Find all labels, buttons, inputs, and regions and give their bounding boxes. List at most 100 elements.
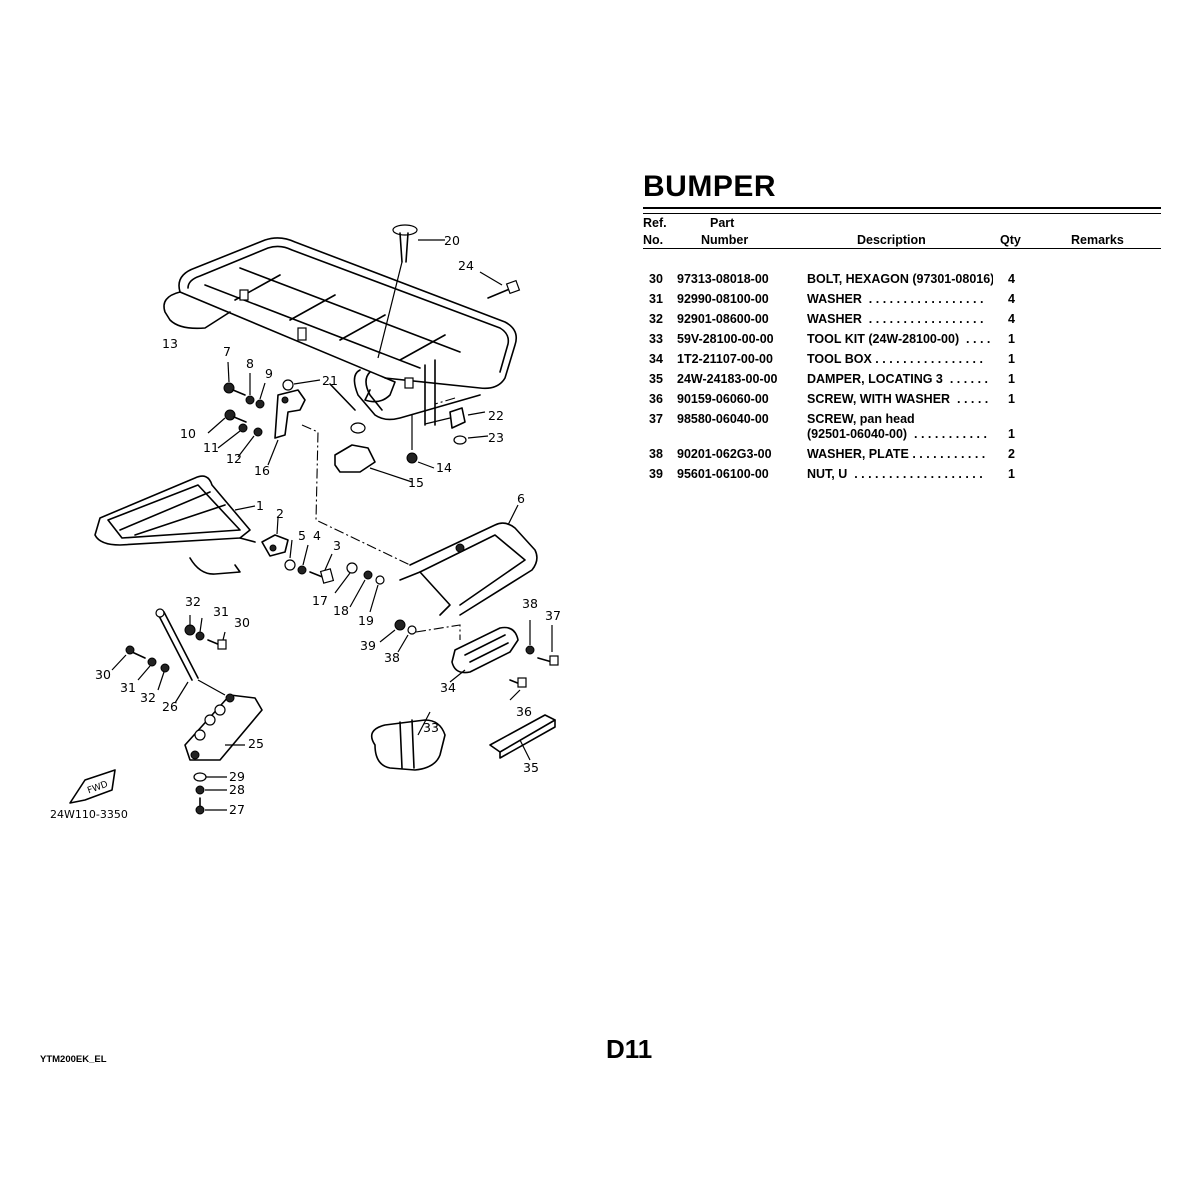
qty: 4 <box>1008 312 1015 326</box>
description: NUT, U . . . . . . . . . . . . . . . . .… <box>807 467 983 481</box>
qty: 1 <box>1008 372 1015 386</box>
header-part-line1: Part <box>710 216 735 230</box>
callout: 30 <box>95 667 111 682</box>
description: BOLT, HEXAGON (97301-08016) <box>807 272 993 286</box>
callout: 29 <box>229 769 245 784</box>
callout: 21 <box>322 373 338 388</box>
qty: 4 <box>1008 292 1015 306</box>
ref-no: 38 <box>649 447 663 461</box>
bolt-20 <box>377 224 445 359</box>
table-row: 38 90201-062G3-00 WASHER, PLATE . . . . … <box>643 447 1163 467</box>
callout: 5 <box>298 528 306 543</box>
callout: 27 <box>229 802 245 817</box>
callout: 23 <box>488 430 504 445</box>
callout: 19 <box>358 613 374 628</box>
callout: 37 <box>545 608 561 623</box>
part-number: 98580-06040-00 <box>677 412 769 426</box>
callout: 38 <box>384 650 400 665</box>
header-remarks: Remarks <box>1071 233 1124 247</box>
description: WASHER . . . . . . . . . . . . . . . . . <box>807 312 984 326</box>
callout: 33 <box>423 720 439 735</box>
callout: 26 <box>162 699 178 714</box>
bracket-16 <box>274 389 306 439</box>
bracket-15-hardware <box>282 379 489 483</box>
qty: 1 <box>1008 332 1015 346</box>
callout: 31 <box>213 604 229 619</box>
callout: 10 <box>180 426 196 441</box>
part-number: 59V-28100-00-00 <box>677 332 774 346</box>
part-number: 1T2-21107-00-00 <box>677 352 773 366</box>
callout: 28 <box>229 782 245 797</box>
ref-no: 36 <box>649 392 663 406</box>
table-row: 31 92990-08100-00 WASHER . . . . . . . .… <box>643 292 1163 312</box>
callout: 30 <box>234 615 250 630</box>
rear-bumper-6 <box>399 504 538 616</box>
table-row: 30 97313-08018-00 BOLT, HEXAGON (97301-0… <box>643 272 1163 292</box>
description: SCREW, pan head <box>807 412 915 426</box>
part-number: 24W-24183-00-00 <box>677 372 778 386</box>
callout: 18 <box>333 603 349 618</box>
callout: 6 <box>517 491 525 506</box>
tool-box-34 <box>449 626 519 683</box>
bracket-2-hardware <box>261 517 335 584</box>
parts-table: 30 97313-08018-00 BOLT, HEXAGON (97301-0… <box>643 272 1163 487</box>
table-row: 35 24W-24183-00-00 DAMPER, LOCATING 3 . … <box>643 372 1163 392</box>
table-row: 39 95601-06100-00 NUT, U . . . . . . . .… <box>643 467 1163 487</box>
callout: 13 <box>162 336 178 351</box>
callout: 24 <box>458 258 474 273</box>
header-description: Description <box>857 233 926 247</box>
part-number: 95601-06100-00 <box>677 467 769 481</box>
ref-no: 33 <box>649 332 663 346</box>
qty: 2 <box>1008 447 1015 461</box>
callout: 9 <box>265 366 273 381</box>
rear-carrier-13 <box>163 237 518 426</box>
qty: 1 <box>1008 467 1015 481</box>
callout: 12 <box>226 451 242 466</box>
callout: 1 <box>256 498 264 513</box>
bolt-24 <box>479 271 521 299</box>
callout: 17 <box>312 593 328 608</box>
callout: 8 <box>246 356 254 371</box>
header-ref-line1: Ref. <box>643 216 667 230</box>
ref-no: 37 <box>649 412 663 426</box>
qty: 1 <box>1008 352 1015 366</box>
title-divider <box>643 207 1161 214</box>
plate-25-hardware <box>184 693 263 815</box>
drawing-code: 24W110-3350 <box>50 808 128 821</box>
qty: 1 <box>1008 392 1015 406</box>
callout: 11 <box>203 440 219 455</box>
hardware-7-8-9 <box>223 361 266 409</box>
tool-kit-33 <box>370 711 446 771</box>
ref-no: 34 <box>649 352 663 366</box>
front-carrier-1 <box>94 475 256 575</box>
callout: 15 <box>408 475 424 490</box>
header-qty: Qty <box>1000 233 1021 247</box>
callout: 7 <box>223 344 231 359</box>
table-row: 34 1T2-21107-00-00 TOOL BOX . . . . . . … <box>643 352 1163 372</box>
callout: 39 <box>360 638 376 653</box>
description: WASHER, PLATE . . . . . . . . . . . <box>807 447 986 461</box>
callout: 25 <box>248 736 264 751</box>
callout: 32 <box>140 690 156 705</box>
callout: 2 <box>276 506 284 521</box>
fwd-arrow-icon: FWD <box>69 769 116 804</box>
description: DAMPER, LOCATING 3 . . . . . . <box>807 372 989 386</box>
damper-35 <box>489 714 556 761</box>
description: SCREW, WITH WASHER . . . . . <box>807 392 989 406</box>
page-number: D11 <box>606 1034 653 1064</box>
part-number: 92901-08600-00 <box>677 312 769 326</box>
stay-26-hardware <box>111 608 227 704</box>
description-line2: (92501-06040-00) . . . . . . . . . . . <box>807 427 987 441</box>
callout: 35 <box>523 760 539 775</box>
description: TOOL KIT (24W-28100-00) . . . . <box>807 332 991 346</box>
header-ref-line2: No. <box>643 233 664 247</box>
hardware-17-18-19 <box>334 562 385 613</box>
part-number: 97313-08018-00 <box>677 272 769 286</box>
part-number: 90159-06060-00 <box>677 392 769 406</box>
ref-no: 30 <box>649 272 663 286</box>
model-code: YTM200EK_EL <box>40 1054 107 1065</box>
callout: 4 <box>313 528 321 543</box>
page-title: BUMPER <box>643 170 777 203</box>
hardware-10-11-12 <box>207 409 279 466</box>
callout: 32 <box>185 594 201 609</box>
